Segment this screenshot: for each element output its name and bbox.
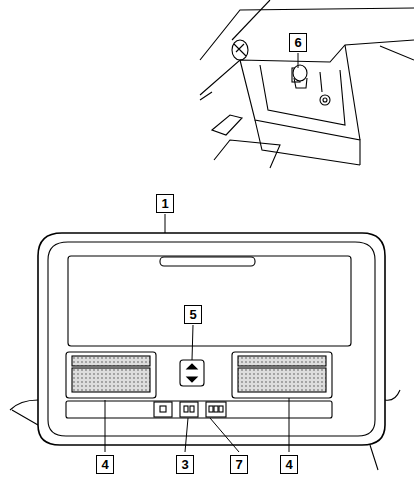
callout-number: 7 [230, 455, 248, 474]
callout-number: 3 [176, 455, 194, 474]
callout-number: 4 [96, 455, 114, 474]
callout-number: 4 [280, 455, 298, 474]
callout-number: 6 [289, 33, 307, 52]
callout-number: 5 [184, 305, 202, 324]
callout-number: 1 [156, 194, 174, 213]
inset-view [200, 0, 414, 168]
overhead-console [10, 233, 400, 470]
leader-lines [105, 53, 298, 452]
